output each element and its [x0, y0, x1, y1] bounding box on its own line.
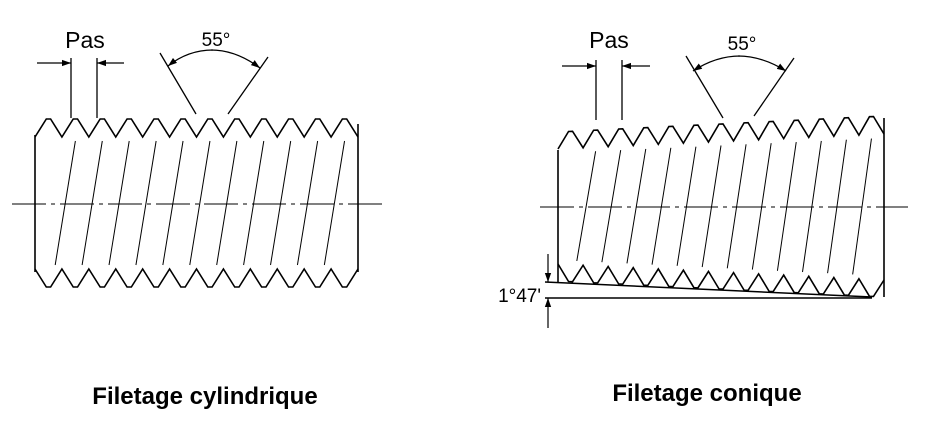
angle-flank-left — [685, 55, 724, 119]
cylindrical-caption: Filetage cylindrique — [92, 383, 317, 410]
thread-line — [576, 151, 597, 262]
angle-arc-right — [210, 49, 261, 69]
cylindrical-bottom-profile — [34, 267, 359, 288]
pitch-label: Pas — [65, 27, 105, 53]
thread-line — [676, 146, 697, 266]
thread-line — [162, 140, 184, 266]
thread-line — [296, 140, 319, 266]
taper-line — [544, 281, 873, 298]
conical-thread: 1°47' Pas 55° Filetage conique — [498, 27, 908, 407]
angle-flank-right — [753, 57, 795, 117]
cylindrical-top-profile — [34, 118, 359, 139]
angle-flank-left — [159, 52, 197, 115]
thread-line — [54, 140, 76, 266]
thread-line — [601, 150, 622, 263]
conical-caption: Filetage conique — [612, 380, 801, 407]
conical-thread-lines — [576, 138, 872, 275]
thread-line — [802, 140, 822, 273]
thread-line — [243, 140, 265, 266]
angle-arc-left — [167, 49, 214, 67]
conical-top-profile — [557, 115, 885, 150]
thread-line — [776, 141, 797, 271]
thread-line — [323, 140, 346, 266]
thread-line — [270, 140, 292, 266]
thread-line — [189, 140, 211, 266]
thread-line — [827, 139, 847, 274]
angle-arc-left — [692, 55, 741, 72]
thread-line — [135, 140, 157, 266]
pitch-label: Pas — [589, 27, 629, 53]
thread-line — [852, 138, 872, 275]
thread-line — [108, 140, 130, 266]
thread-line — [751, 143, 772, 270]
thread-line — [626, 148, 647, 264]
cylindrical-thread-lines — [54, 140, 346, 266]
thread-line — [216, 140, 238, 266]
angle-arc-right — [737, 55, 787, 72]
thread-line — [701, 145, 722, 268]
conical-bottom-profile — [557, 263, 885, 298]
angle-label: 55° — [728, 34, 757, 55]
thread-line — [81, 140, 103, 266]
thread-line — [726, 144, 747, 269]
angle-label: 55° — [202, 30, 231, 51]
cylindrical-thread: Pas 55° Filetage cylindrique — [12, 27, 382, 410]
taper-label: 1°47' — [498, 286, 541, 307]
angle-flank-right — [227, 56, 269, 115]
thread-line — [651, 147, 672, 265]
